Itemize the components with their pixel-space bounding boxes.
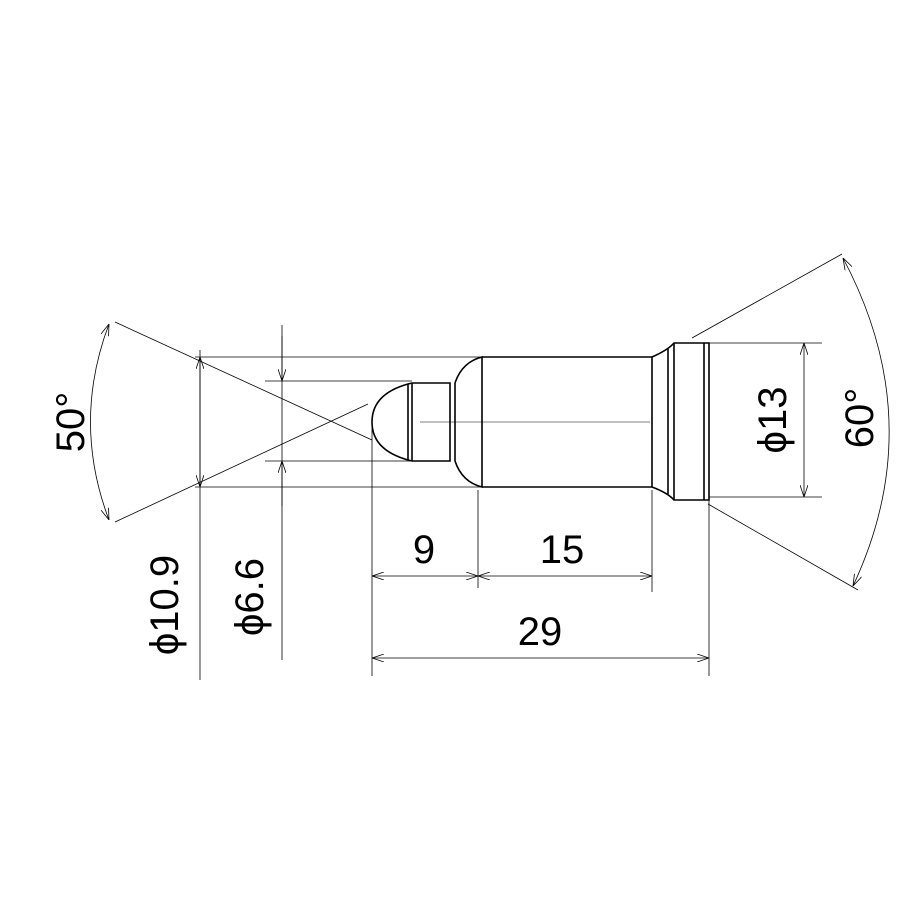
collar <box>651 342 710 501</box>
diameter-13-label: ϕ13 <box>751 387 795 454</box>
angle-right-label: 60° <box>838 388 882 449</box>
length-15-label: 15 <box>540 528 585 572</box>
extension-lines <box>195 325 822 680</box>
dome-tip <box>371 382 413 462</box>
length-9-label: 9 <box>413 528 435 572</box>
pin-outline <box>371 342 710 501</box>
diameter-10-9-label: ϕ10.9 <box>143 555 187 655</box>
diameter-6-6-label: ϕ6.6 <box>228 558 272 636</box>
length-29-label: 29 <box>518 610 563 654</box>
angle-left-construction <box>90 321 373 523</box>
angle-right-construction <box>691 253 890 591</box>
main-body <box>482 356 652 488</box>
angle-left-label: 50° <box>49 392 93 453</box>
dimension-lines <box>200 336 804 658</box>
